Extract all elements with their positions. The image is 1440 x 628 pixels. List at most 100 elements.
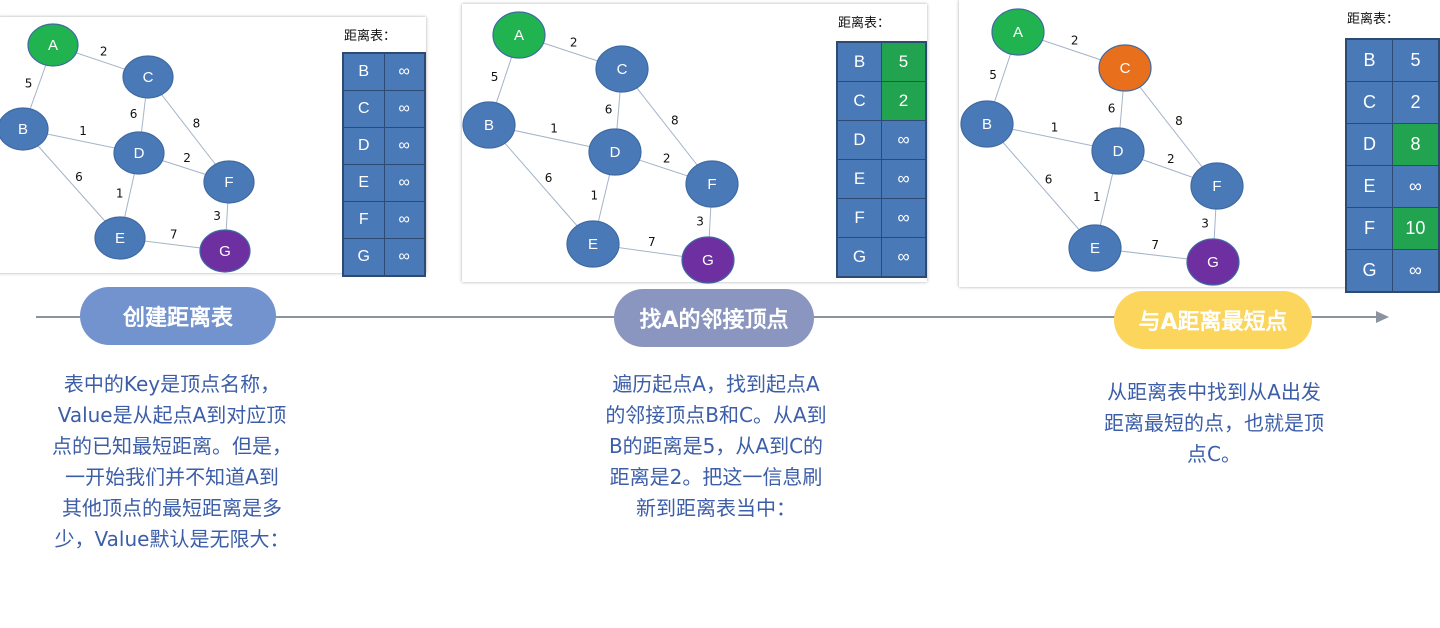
description-line: 表中的Key是顶点名称， [63, 372, 281, 396]
edge-weight-F-G: 3 [213, 209, 221, 223]
distance-key: F [836, 198, 883, 238]
node-C: C [595, 45, 649, 93]
node-label: F [224, 174, 233, 191]
edge-weight-E-G: 7 [648, 235, 656, 249]
description-line: 遍历起点A，找到起点A [612, 372, 820, 396]
step-1-label: 创建距离表 [80, 287, 276, 345]
edge-weight-E-G: 7 [170, 228, 178, 242]
node-label: G [219, 243, 231, 260]
node-label: F [707, 176, 716, 193]
edge-weight-B-E: 6 [1045, 172, 1053, 186]
node-label: F [1212, 178, 1221, 195]
distance-key: C [836, 81, 883, 121]
node-label: C [617, 61, 628, 78]
edge-weight-A-C: 2 [570, 36, 578, 50]
distance-value: 2 [881, 81, 927, 121]
distance-table-title: 距离表： [838, 16, 891, 31]
edge-weight-B-D: 1 [550, 122, 558, 136]
distance-key: F [342, 201, 385, 239]
node-label: E [115, 230, 125, 247]
distance-value: ∞ [383, 201, 426, 239]
description-line: B的距离是5，从A到C的 [608, 434, 824, 458]
edge-weight-D-F: 2 [183, 151, 191, 165]
distance-row: D∞ [342, 127, 426, 165]
edge-weight-D-F: 2 [1167, 152, 1175, 166]
edge-weight-C-F: 8 [193, 116, 201, 130]
description-line: 一开始我们并不知道A到 [65, 465, 279, 489]
node-label: D [1113, 143, 1124, 160]
node-F: F [203, 160, 255, 204]
description-line: 的邻接顶点B和C。从A到 [605, 403, 827, 427]
node-label: C [143, 69, 154, 86]
distance-row: G∞ [1345, 249, 1440, 293]
edge-weight-D-E: 1 [116, 186, 124, 200]
node-B: B [0, 107, 49, 151]
node-label: B [982, 116, 992, 133]
node-label: G [702, 252, 714, 269]
node-label: D [134, 145, 145, 162]
step-3-label: 与A距离最短点 [1114, 291, 1312, 349]
distance-value: ∞ [881, 237, 927, 278]
node-label: D [610, 144, 621, 161]
step-1-description: 表中的Key是顶点名称， Value是从起点A到对应顶 点的已知最短距离。但是，… [22, 369, 322, 555]
distance-key: D [342, 127, 385, 165]
distance-key: D [1345, 123, 1393, 166]
node-B: B [960, 100, 1014, 148]
node-label: E [1090, 240, 1100, 257]
distance-key: E [836, 159, 883, 199]
description-line: 少，Value默认是无限大： [54, 527, 290, 551]
edge-C-F [1124, 67, 1218, 187]
distance-key: C [342, 90, 385, 128]
distance-key: B [342, 52, 385, 91]
edge-weight-C-D: 6 [605, 103, 613, 117]
distance-key: B [1345, 38, 1393, 82]
distance-value: ∞ [1391, 165, 1440, 208]
node-D: D [113, 131, 165, 175]
distance-key: G [342, 238, 385, 277]
step-2-label: 找A的邻接顶点 [614, 289, 814, 347]
distance-value: ∞ [383, 164, 426, 202]
node-label: B [484, 117, 494, 134]
distance-value: ∞ [383, 52, 426, 91]
node-C: C [1098, 44, 1152, 92]
node-label: G [1207, 254, 1219, 271]
distance-key: D [836, 120, 883, 160]
distance-value: ∞ [881, 120, 927, 160]
node-label: E [588, 236, 598, 253]
edge-weight-D-E: 1 [590, 189, 598, 203]
node-label: A [48, 37, 58, 54]
edge-weight-D-F: 2 [663, 152, 671, 166]
distance-row: E∞ [1345, 165, 1440, 208]
distance-key: C [1345, 81, 1393, 124]
step-3-description: 从距离表中找到从A出发 距离最短的点，也就是顶 点C。 [1064, 377, 1364, 470]
edge-weight-E-G: 7 [1151, 238, 1159, 252]
description-line: 点C。 [1187, 442, 1241, 466]
distance-key: G [836, 237, 883, 278]
distance-table: B∞C∞D∞E∞F∞G∞ [342, 52, 426, 277]
node-F: F [685, 160, 739, 208]
edge-weight-A-B: 5 [25, 77, 33, 91]
distance-table-title: 距离表： [1347, 12, 1400, 27]
description-line: 距离最短的点，也就是顶 [1104, 411, 1324, 435]
edge-B-E [986, 123, 1096, 249]
distance-value: 5 [1391, 38, 1440, 82]
node-B: B [462, 101, 516, 149]
edge-weight-A-C: 2 [1071, 34, 1079, 48]
edge-weight-D-E: 1 [1093, 190, 1101, 204]
edge-weight-B-D: 1 [79, 124, 87, 138]
step-2-description: 遍历起点A，找到起点A 的邻接顶点B和C。从A到 B的距离是5，从A到C的 距离… [568, 369, 864, 524]
edge-weight-A-B: 5 [491, 70, 499, 84]
node-D: D [1091, 127, 1145, 175]
distance-value: 5 [881, 41, 927, 82]
distance-value: 2 [1391, 81, 1440, 124]
node-label: C [1120, 60, 1131, 77]
edge-weight-C-D: 6 [1108, 102, 1116, 116]
distance-row: C∞ [342, 90, 426, 128]
